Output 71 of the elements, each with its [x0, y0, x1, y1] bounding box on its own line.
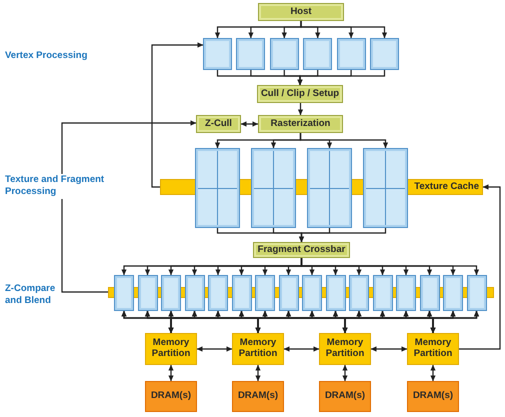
- rop-box: [161, 275, 181, 311]
- rop-box: [232, 275, 252, 311]
- rop-box: [114, 275, 134, 311]
- fragment-processor-box: [363, 148, 408, 228]
- node-label: Rasterization: [270, 118, 330, 130]
- process-box: [258, 3, 344, 21]
- process-box: [145, 333, 197, 365]
- fragment-processor-box: [307, 148, 352, 228]
- arrow: [430, 364, 436, 382]
- arrow: [151, 42, 204, 188]
- arrow: [298, 103, 304, 116]
- arrow: [300, 21, 388, 38]
- section-label: Vertex Processing: [5, 50, 88, 62]
- arrow: [61, 120, 196, 293]
- arrow: [196, 346, 232, 352]
- arrow: [255, 364, 261, 382]
- rop-box: [466, 275, 486, 311]
- rop-box: [208, 275, 228, 311]
- process-box: [319, 381, 371, 412]
- vertex-processor-box: [270, 38, 299, 70]
- node-label: Fragment Crossbar: [258, 244, 346, 256]
- rop-box: [420, 275, 440, 311]
- process-box: [253, 242, 350, 258]
- arrow: [370, 346, 408, 352]
- vertex-processor-box: [370, 38, 399, 70]
- arrow: [298, 228, 386, 242]
- node-label: DRAM(s): [324, 391, 366, 402]
- process-box: [407, 381, 459, 412]
- arrow: [284, 346, 320, 352]
- node-label: Memory Partition: [238, 338, 278, 360]
- node-label: Cull / Clip / Setup: [260, 88, 340, 100]
- process-box: [319, 333, 371, 365]
- rop-box: [396, 275, 416, 311]
- node-label: Memory Partition: [324, 338, 366, 360]
- process-box: [407, 333, 459, 365]
- node-label: DRAM(s): [238, 391, 278, 402]
- rop-box: [278, 275, 298, 311]
- process-box: [258, 115, 343, 133]
- arrow: [342, 364, 348, 382]
- node-label: Host: [290, 6, 312, 18]
- rop-box: [255, 275, 275, 311]
- process-box: [257, 85, 343, 103]
- fragment-processor-box: [195, 148, 240, 228]
- rop-box: [326, 275, 346, 311]
- arrow: [430, 310, 480, 334]
- process-box: [232, 381, 284, 412]
- arrow: [240, 121, 258, 127]
- node-label: Memory Partition: [412, 338, 454, 360]
- arrow: [168, 364, 174, 382]
- rop-box: [302, 275, 322, 311]
- node-label: Z-Cull: [205, 118, 232, 130]
- node-label: Texture Cache: [414, 182, 479, 192]
- vertex-processor-box: [236, 38, 266, 70]
- arrow: [297, 70, 386, 86]
- fragment-processor-box: [251, 148, 296, 228]
- rop-box: [349, 275, 369, 311]
- process-box: [196, 115, 241, 133]
- vertex-processor-box: [303, 38, 332, 70]
- rop-box: [372, 275, 392, 311]
- arrow: [459, 184, 501, 350]
- rop-box: [138, 275, 158, 311]
- node-label: DRAM(s): [412, 391, 454, 402]
- arrow: [300, 133, 388, 148]
- rop-box: [184, 275, 204, 311]
- vertex-processor-box: [203, 38, 232, 70]
- vertex-processor-box: [336, 38, 366, 70]
- process-box: [145, 381, 197, 412]
- rop-box: [443, 275, 463, 311]
- node-label: Memory Partition: [150, 338, 192, 360]
- process-box: [232, 333, 284, 365]
- node-label: DRAM(s): [150, 391, 192, 402]
